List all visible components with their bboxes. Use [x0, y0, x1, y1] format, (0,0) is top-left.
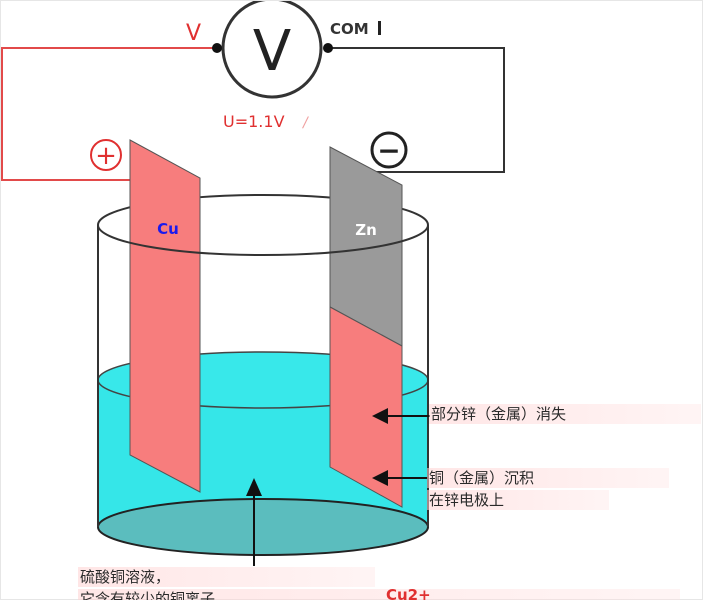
positive-sign-circle: [90, 139, 122, 171]
copper-label: Cu: [157, 220, 179, 238]
arrow-copper-deposits: [372, 470, 428, 486]
annotation-copper-deposits-line1: 铜（金属）沉积: [427, 468, 669, 488]
voltage-reading: U=1.1V: [223, 112, 285, 131]
positive-terminal-label: V: [186, 21, 201, 46]
positive-wire: [1, 47, 216, 181]
voltmeter-symbol: V: [253, 19, 291, 84]
negative-terminal-dot: [323, 43, 333, 53]
positive-sign: +: [95, 141, 117, 171]
arrow-zinc-dissolves: [372, 408, 430, 424]
annotation-zinc-dissolves: 部分锌（金属）消失: [429, 404, 701, 424]
copper-electrode: [129, 139, 201, 493]
com-cursor-mark: [378, 21, 381, 35]
positive-terminal-dot: [212, 43, 222, 53]
beaker-bottom: [97, 498, 429, 556]
negative-wire: [328, 47, 505, 173]
voltage-reading-suffix: /: [301, 115, 309, 131]
beaker-rim-back: [97, 194, 429, 226]
com-terminal-label: COM: [330, 20, 369, 38]
arrow-solution: [246, 478, 262, 566]
beaker-rim-front: [97, 224, 429, 256]
voltmeter-dial: [221, 0, 323, 99]
zinc-label: Zn: [355, 221, 377, 239]
zinc-electrode-copper-coated: [329, 306, 403, 508]
annotation-solution-line1: 硫酸铜溶液，: [78, 567, 375, 587]
annotation-copper-deposits-line2: 在锌电极上: [427, 490, 609, 510]
negative-sign: −: [377, 134, 400, 167]
annotation-solution-line2: 它含有较少的铜离子: [78, 589, 680, 600]
annotation-ion: Cu2+: [386, 586, 431, 600]
negative-sign-circle: [370, 131, 408, 169]
